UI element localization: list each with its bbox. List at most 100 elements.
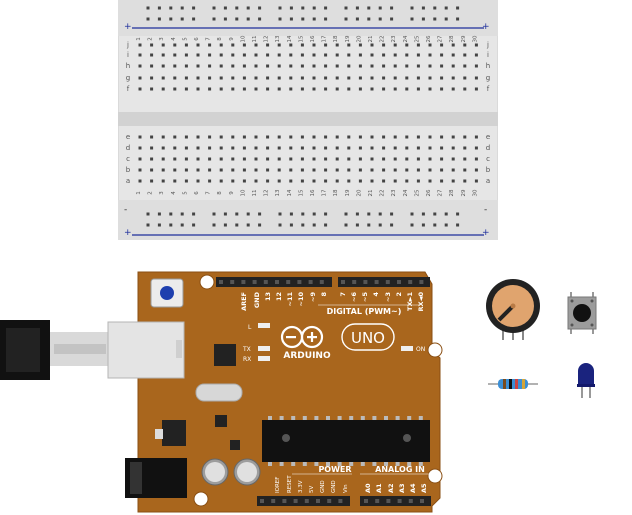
terminal-hole[interactable] bbox=[347, 64, 351, 68]
header-pin[interactable] bbox=[386, 499, 391, 503]
terminal-hole[interactable] bbox=[138, 53, 142, 57]
terminal-hole[interactable] bbox=[242, 64, 246, 68]
terminal-hole[interactable] bbox=[474, 168, 478, 172]
terminal-hole[interactable] bbox=[266, 87, 270, 91]
terminal-hole[interactable] bbox=[277, 87, 281, 91]
rail-hole[interactable] bbox=[192, 223, 196, 227]
terminal-hole[interactable] bbox=[173, 76, 177, 80]
header-pin[interactable] bbox=[397, 499, 402, 503]
terminal-hole[interactable] bbox=[312, 43, 316, 47]
terminal-hole[interactable] bbox=[474, 135, 478, 139]
header-pin[interactable] bbox=[419, 280, 424, 284]
terminal-hole[interactable] bbox=[393, 179, 397, 183]
rail-hole[interactable] bbox=[433, 6, 437, 10]
terminal-hole[interactable] bbox=[428, 87, 432, 91]
rail-hole[interactable] bbox=[410, 6, 414, 10]
terminal-hole[interactable] bbox=[312, 179, 316, 183]
terminal-hole[interactable] bbox=[208, 43, 212, 47]
terminal-hole[interactable] bbox=[440, 43, 444, 47]
terminal-hole[interactable] bbox=[382, 168, 386, 172]
terminal-hole[interactable] bbox=[138, 179, 142, 183]
terminal-hole[interactable] bbox=[312, 64, 316, 68]
terminal-hole[interactable] bbox=[161, 87, 165, 91]
terminal-hole[interactable] bbox=[254, 157, 258, 161]
rail-hole[interactable] bbox=[324, 223, 328, 227]
terminal-hole[interactable] bbox=[463, 146, 467, 150]
rail-hole[interactable] bbox=[378, 212, 382, 216]
terminal-hole[interactable] bbox=[289, 43, 293, 47]
rail-hole[interactable] bbox=[146, 17, 150, 21]
terminal-hole[interactable] bbox=[382, 179, 386, 183]
rail-hole[interactable] bbox=[433, 223, 437, 227]
terminal-hole[interactable] bbox=[440, 53, 444, 57]
terminal-hole[interactable] bbox=[451, 168, 455, 172]
terminal-hole[interactable] bbox=[393, 87, 397, 91]
terminal-hole[interactable] bbox=[463, 76, 467, 80]
terminal-hole[interactable] bbox=[161, 76, 165, 80]
terminal-hole[interactable] bbox=[300, 179, 304, 183]
terminal-hole[interactable] bbox=[324, 135, 328, 139]
terminal-hole[interactable] bbox=[184, 135, 188, 139]
terminal-hole[interactable] bbox=[358, 76, 362, 80]
terminal-hole[interactable] bbox=[358, 87, 362, 91]
terminal-hole[interactable] bbox=[208, 168, 212, 172]
header-pin[interactable] bbox=[385, 280, 390, 284]
terminal-hole[interactable] bbox=[219, 157, 223, 161]
terminal-hole[interactable] bbox=[138, 135, 142, 139]
rail-hole[interactable] bbox=[433, 17, 437, 21]
terminal-hole[interactable] bbox=[382, 87, 386, 91]
rail-hole[interactable] bbox=[410, 17, 414, 21]
rail-hole[interactable] bbox=[324, 17, 328, 21]
terminal-hole[interactable] bbox=[266, 168, 270, 172]
terminal-hole[interactable] bbox=[428, 43, 432, 47]
terminal-hole[interactable] bbox=[358, 179, 362, 183]
potentiometer[interactable] bbox=[484, 278, 544, 342]
terminal-hole[interactable] bbox=[451, 87, 455, 91]
terminal-hole[interactable] bbox=[219, 43, 223, 47]
terminal-hole[interactable] bbox=[393, 53, 397, 57]
terminal-hole[interactable] bbox=[277, 53, 281, 57]
header-pin[interactable] bbox=[316, 499, 320, 503]
rail-holes-top[interactable] bbox=[146, 6, 460, 21]
terminal-hole[interactable] bbox=[335, 43, 339, 47]
terminal-hole[interactable] bbox=[428, 135, 432, 139]
rail-hole[interactable] bbox=[157, 223, 161, 227]
terminal-hole[interactable] bbox=[231, 168, 235, 172]
terminal-hole[interactable] bbox=[370, 168, 374, 172]
terminal-hole[interactable] bbox=[416, 53, 420, 57]
terminal-hole[interactable] bbox=[463, 179, 467, 183]
terminal-hole[interactable] bbox=[173, 87, 177, 91]
terminal-hole[interactable] bbox=[382, 146, 386, 150]
terminal-hole[interactable] bbox=[416, 146, 420, 150]
rail-hole[interactable] bbox=[312, 223, 316, 227]
terminal-hole[interactable] bbox=[161, 64, 165, 68]
terminal-hole[interactable] bbox=[300, 87, 304, 91]
terminal-hole[interactable] bbox=[196, 76, 200, 80]
terminal-hole[interactable] bbox=[474, 157, 478, 161]
rail-hole[interactable] bbox=[235, 212, 239, 216]
terminal-hole[interactable] bbox=[289, 157, 293, 161]
terminal-hole[interactable] bbox=[463, 168, 467, 172]
terminal-hole[interactable] bbox=[231, 179, 235, 183]
terminal-hole[interactable] bbox=[150, 76, 154, 80]
terminal-hole[interactable] bbox=[219, 135, 223, 139]
terminal-hole[interactable] bbox=[335, 53, 339, 57]
terminal-hole[interactable] bbox=[300, 168, 304, 172]
terminal-hole[interactable] bbox=[347, 179, 351, 183]
terminal-hole[interactable] bbox=[208, 53, 212, 57]
header-pin[interactable] bbox=[271, 499, 276, 503]
terminal-hole[interactable] bbox=[184, 179, 188, 183]
terminal-hole[interactable] bbox=[277, 157, 281, 161]
rail-hole[interactable] bbox=[344, 6, 348, 10]
terminal-hole[interactable] bbox=[312, 53, 316, 57]
terminal-hole[interactable] bbox=[335, 135, 339, 139]
terminal-hole[interactable] bbox=[335, 168, 339, 172]
terminal-hole[interactable] bbox=[196, 64, 200, 68]
terminal-hole[interactable] bbox=[451, 146, 455, 150]
terminal-hole[interactable] bbox=[416, 157, 420, 161]
rail-hole[interactable] bbox=[444, 223, 448, 227]
terminal-hole[interactable] bbox=[405, 76, 409, 80]
terminal-hole[interactable] bbox=[405, 64, 409, 68]
rail-hole[interactable] bbox=[146, 223, 150, 227]
terminal-hole[interactable] bbox=[289, 146, 293, 150]
